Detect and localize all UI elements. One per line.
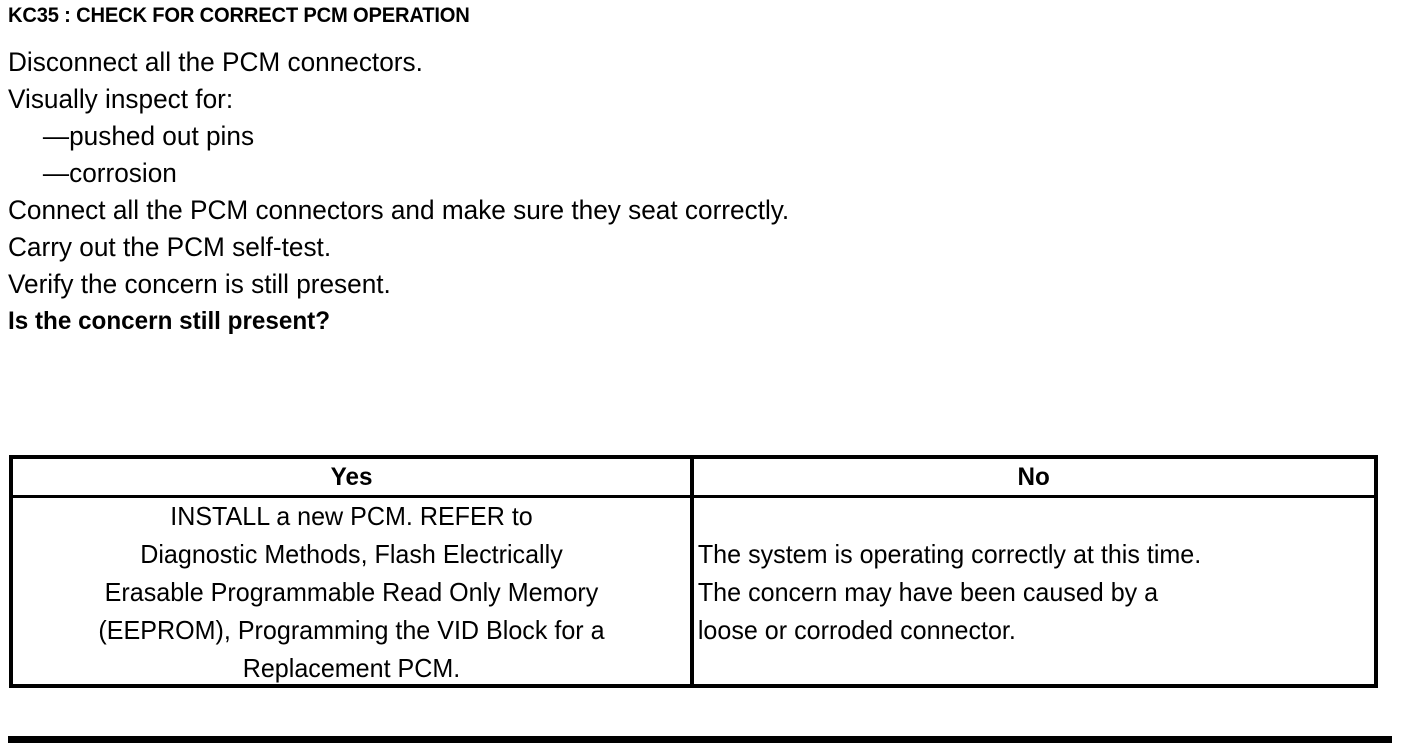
cell-line: Replacement PCM. — [242, 652, 461, 683]
table-cell-no: The system is operating correctly at thi… — [694, 498, 1374, 685]
table-header-cell-no: No — [694, 459, 1374, 495]
table-header-row: Yes No — [13, 459, 1374, 498]
step-line-bullet: —pushed out pins — [42, 121, 255, 151]
cell-line: Diagnostic Methods, Flash Electrically — [140, 538, 563, 569]
step-line: Visually inspect for: — [8, 84, 234, 114]
table-cell-yes: INSTALL a new PCM. REFER to Diagnostic M… — [13, 498, 694, 685]
decision-question: Is the concern still present? — [8, 307, 331, 335]
cell-line: INSTALL a new PCM. REFER to — [170, 500, 533, 531]
step-line: Disconnect all the PCM connectors. — [8, 47, 423, 77]
section-divider-rule — [8, 736, 1392, 743]
yes-action-text: INSTALL a new PCM. REFER to Diagnostic M… — [25, 497, 678, 687]
cell-line: (EEPROM), Programming the VID Block for … — [98, 614, 605, 645]
table-row: INSTALL a new PCM. REFER to Diagnostic M… — [13, 498, 1374, 685]
column-header-label: No — [1017, 462, 1051, 491]
cell-line: The system is operating correctly at thi… — [697, 538, 1202, 569]
step-line: Connect all the PCM connectors and make … — [8, 195, 790, 225]
cell-line: Erasable Programmable Read Only Memory — [104, 576, 599, 607]
no-action-text: The system is operating correctly at thi… — [694, 535, 1350, 649]
column-header-label: Yes — [330, 462, 373, 491]
table-header-cell-yes: Yes — [13, 459, 694, 495]
procedure-steps: Disconnect all the PCM connectors. Visua… — [8, 44, 1348, 340]
decision-table: Yes No INSTALL a new PCM. REFER to Diagn… — [9, 455, 1378, 688]
step-line-bullet: —corrosion — [42, 158, 177, 188]
step-line: Verify the concern is still present. — [8, 269, 391, 299]
cell-line: The concern may have been caused by a — [697, 576, 1159, 607]
page-title: KC35 : CHECK FOR CORRECT PCM OPERATION — [8, 4, 470, 27]
step-line: Carry out the PCM self-test. — [8, 232, 332, 262]
cell-line: loose or corroded connector. — [697, 614, 1016, 645]
